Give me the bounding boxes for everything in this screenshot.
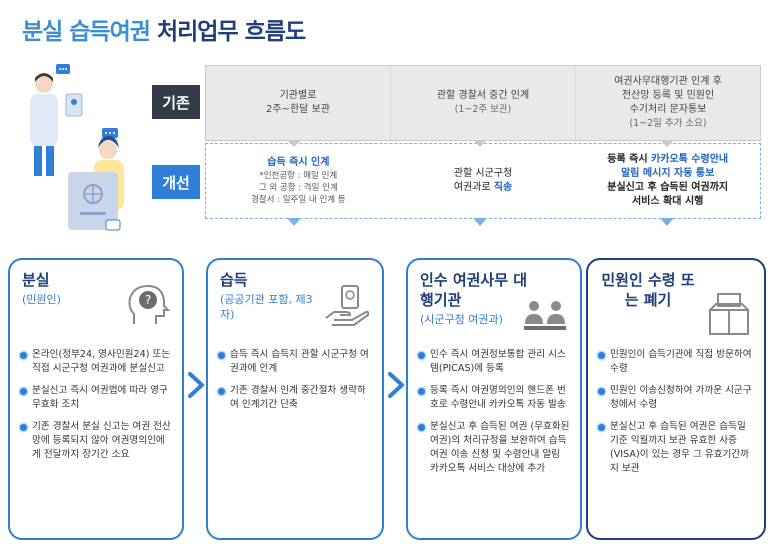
old-step-3-line2: 전산망 등록 및 민원인 [621,90,715,101]
band-connectors-new [287,218,674,226]
new-step-3-l1b: 카카오톡 수령안내 [651,154,729,165]
row-label-new: 개선 [152,165,200,199]
new-step-1: 습득 즉시 인계 *인천공항 : 매일 인계 그 외 공항 : 격일 인계 경찰… [206,144,391,218]
band-connectors [287,140,674,147]
list-item: 민원인 이송신청하여 가까운 시군구청에서 수령 [598,384,754,412]
old-step-1-line1: 기관별로 [279,90,317,101]
card-agency-title: 인수 여권사무 대행기관 [420,271,528,309]
old-step-1: 기관별로 2주~한달 보관 [206,66,390,140]
page-title: 분실 습득여권 처리업무 흐름도 [22,12,306,46]
card-found-title: 습득 [220,271,248,289]
new-step-3-l4: 서비스 확대 시행 [631,196,704,207]
new-process-band: 습득 즉시 인계 *인천공항 : 매일 인계 그 외 공항 : 격일 인계 경찰… [205,143,761,219]
list-item: 습득 즉시 습득지 관할 시군구청 여권과에 인계 [218,348,372,376]
card-receipt-bullets: 민원인이 습득기관에 직접 방문하여 수령 민원인 이송신청하여 가까운 시군구… [598,348,754,484]
new-step-1-l3: 경찰서 : 일주일 내 인계 등 [251,195,346,205]
old-step-1-line2: 2주~한달 보관 [266,104,330,115]
new-step-1-l2: 그 외 공항 : 격일 인계 [258,183,338,193]
old-step-3-line4: (1~2일 추가 소요) [629,118,707,129]
list-item: 온라인(정부24, 영사민원24) 또는 직접 시군구청 여권과에 분실신고 [20,348,172,376]
new-step-3-l1a: 등록 즉시 [607,154,652,165]
card-lost-sub: (민원인) [22,293,61,306]
new-step-2-l2b: 직송 [493,182,513,193]
old-step-2: 관할 경찰서 중간 인계 (1~2주 보관) [390,66,575,140]
new-step-3-l3: 분실신고 후 습득된 여권까지 [607,182,729,193]
list-item: 인수 즉시 여권정보통합 관리 시스템(PICAS)에 등록 [418,348,570,376]
list-item: 분실신고 즉시 여권법에 따라 영구 무효화 조치 [20,384,172,412]
list-item: 민원인이 습득기관에 직접 방문하여 수령 [598,348,754,376]
list-item: 분실신고 후 습득된 여권은 습득일 기준 익월까지 보관 유효한 사증(VIS… [598,420,754,476]
card-lost-bullets: 온라인(정부24, 영사민원24) 또는 직접 시군구청 여권과에 분실신고 분… [20,348,172,470]
hand-passport-icon [325,285,370,326]
people-icon [524,301,566,330]
old-step-3-line1: 여권사무대행기관 인계 후 [614,76,722,87]
title-part2: 처리업무 흐름도 [156,19,306,45]
question-head-icon: ? [128,284,170,324]
flow-arrow-icon [188,372,204,398]
card-agency-sub: (시군구청 여권과) [420,313,503,326]
process-cards: 분실 (민원인) ? 온라인(정부24, 영사민원24) 또는 직접 시군구청 … [8,258,768,542]
svg-text:?: ? [145,293,151,307]
list-item: 분실신고 후 습득된 여권 (무효화된 여권)의 처리규정을 보완하여 습득 여… [418,420,570,476]
new-step-2-l2: 여권과로 직송 [454,181,512,195]
old-step-3-line3: 수기처리 문자통보 [629,104,707,115]
row-label-old: 기존 [152,85,200,119]
list-item: 기존 경찰서 인계 중간절차 생략하여 인계기간 단축 [218,384,372,412]
card-agency: 인수 여권사무 대행기관 (시군구청 여권과) 인수 즉시 여권정보통합 관리 … [406,258,582,540]
old-step-2-line2: (1~2주 보관) [454,104,512,115]
new-step-3: 등록 즉시 카카오톡 수령안내 알림 메시지 자동 통보 분실신고 후 습득된 … [575,144,760,218]
old-step-2-line1: 관할 경찰서 중간 인계 [436,90,530,101]
card-found-sub: (공공기관 포함, 제3자) [220,293,313,321]
old-process-band: 기관별로 2주~한달 보관 관할 경찰서 중간 인계 (1~2주 보관) 여권사… [205,65,761,141]
card-found-bullets: 습득 즉시 습득지 관할 시군구청 여권과에 인계 기존 경찰서 인계 중간절차… [218,348,372,420]
new-step-2-l1: 관할 시군구청 [453,168,513,179]
list-item: 기존 경찰서 분실 신고는 여권 전산망에 등록되지 않아 여권명의인에게 전달… [20,420,172,462]
box-icon [709,293,749,335]
new-step-2-l2a: 여권과로 [453,182,494,193]
new-step-3-l1: 등록 즉시 카카오톡 수령안내 [607,153,728,167]
new-step-1-l1: *인천공항 : 매일 인계 [259,171,338,181]
list-item: 등록 즉시 여권명의인의 핸드폰 번호로 수령안내 카카오톡 자동 발송 [418,384,570,412]
card-receipt-title: 민원인 수령 또는 폐기 [601,271,695,309]
new-step-3-l2: 알림 메시지 자동 통보 [621,168,715,179]
card-lost: 분실 (민원인) ? 온라인(정부24, 영사민원24) 또는 직접 시군구청 … [8,258,184,540]
new-step-1-head: 습득 즉시 인계 [267,157,330,168]
card-found: 습득 (공공기관 포함, 제3자) 습득 즉시 습득지 관할 시군구청 여권과에… [206,258,384,540]
new-step-2: 관할 시군구청 여권과로 직송 [391,144,576,218]
passport-people-illustration [30,64,124,231]
card-agency-bullets: 인수 즉시 여권정보통합 관리 시스템(PICAS)에 등록 등록 즉시 여권명… [418,348,570,484]
card-lost-title: 분실 [22,271,50,289]
card-receipt: 민원인 수령 또는 폐기 민원인이 습득기관에 직접 방문하여 수령 민원인 이… [586,258,766,540]
title-part1: 분실 습득여권 [22,19,151,45]
old-step-3: 여권사무대행기관 인계 후 전산망 등록 및 민원인 수기처리 문자통보 (1~… [575,66,760,140]
flow-arrow-icon [388,372,404,398]
